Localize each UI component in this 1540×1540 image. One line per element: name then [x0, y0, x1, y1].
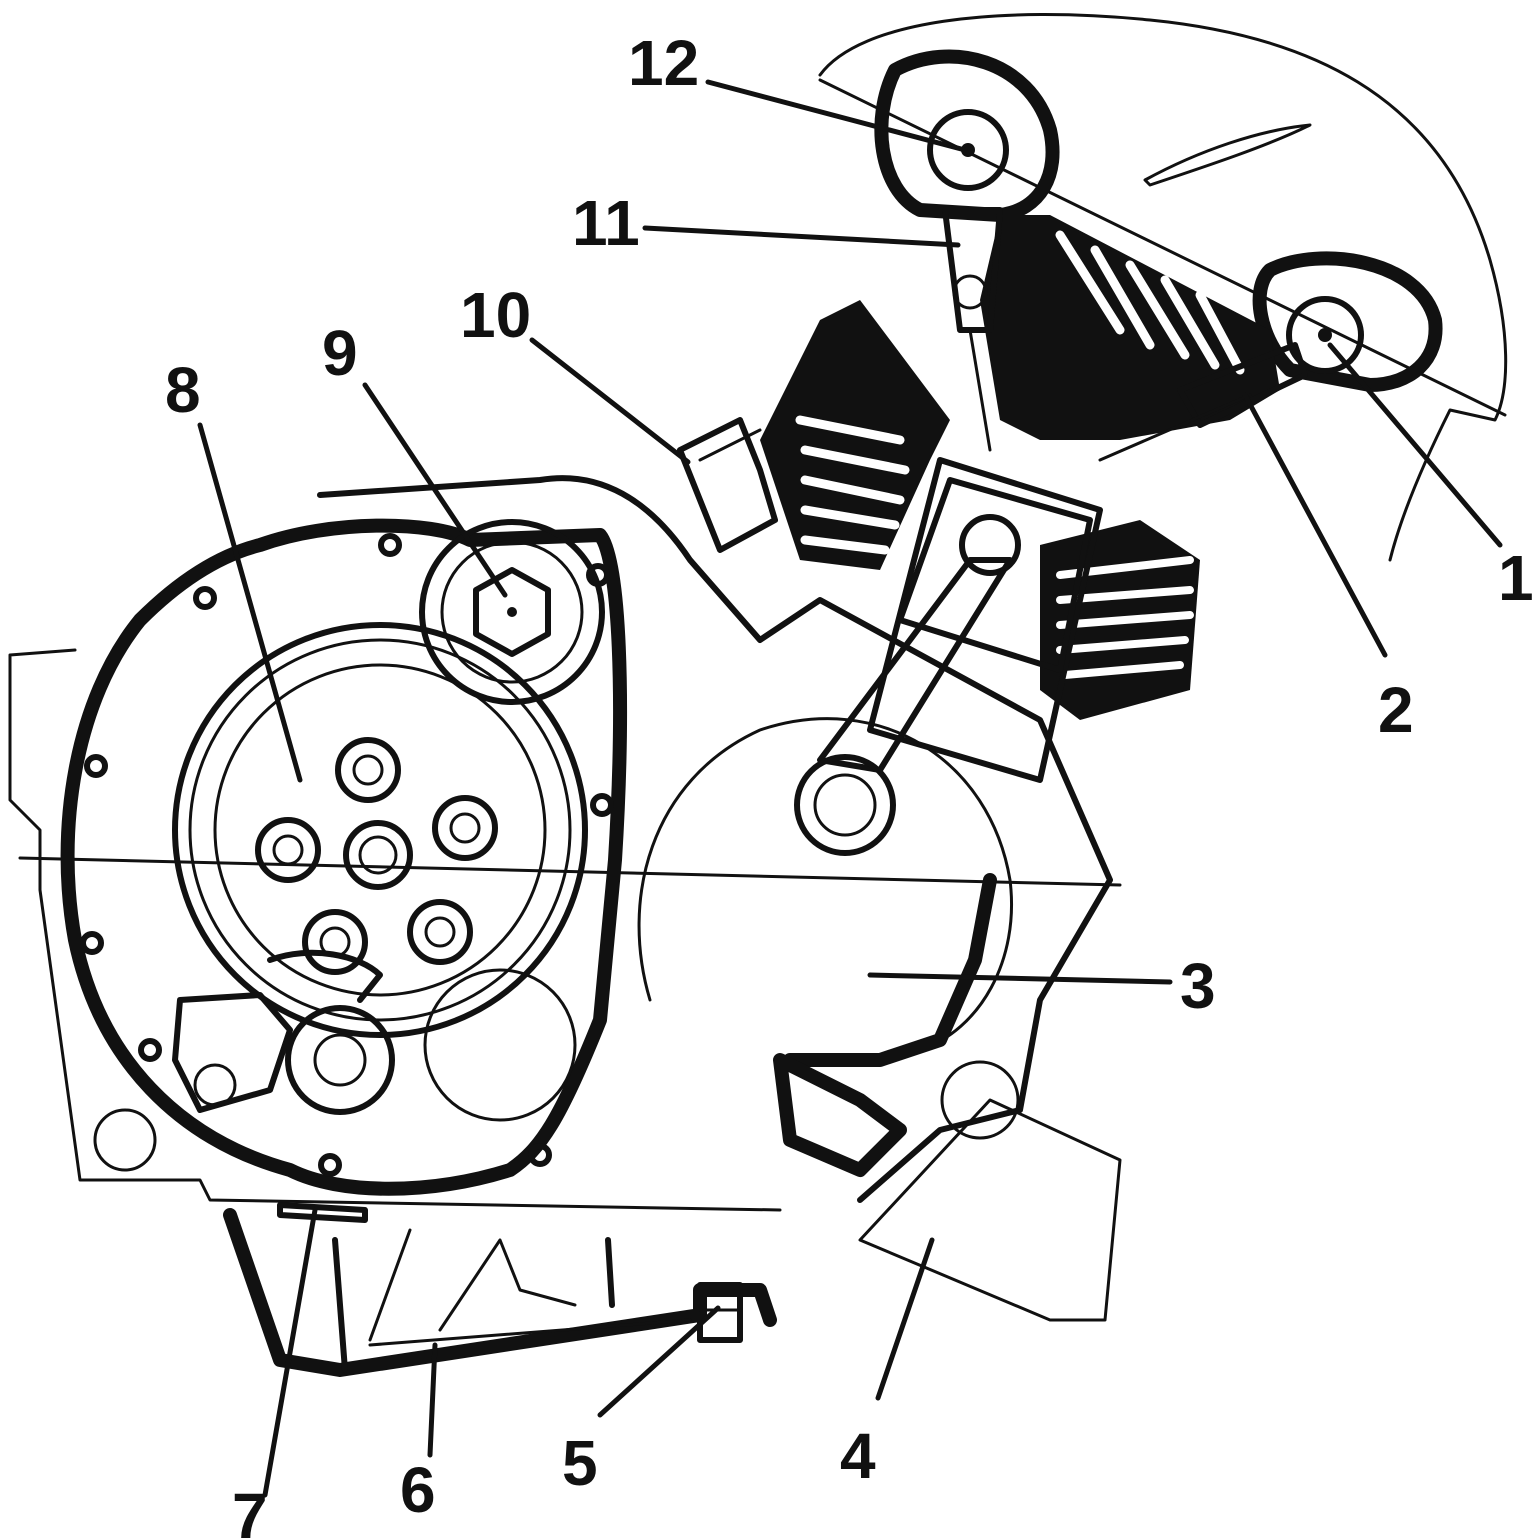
- leader-10: [529, 337, 691, 465]
- rear-rocker-pivot: [1286, 296, 1364, 374]
- callout-8: 8: [165, 354, 201, 426]
- leader-2: [1242, 392, 1388, 658]
- leader-9: [362, 382, 508, 598]
- shift-lever: [172, 992, 293, 1113]
- shift-arm: [267, 949, 383, 1003]
- leader-7: [262, 1207, 318, 1498]
- front-rocker-pivot: [927, 109, 1009, 191]
- oil-strainer-arm: [783, 873, 997, 1067]
- rear-rocker-pivot-center: [1318, 328, 1332, 342]
- head-fins: [1055, 230, 1245, 375]
- shift-pivot: [193, 1063, 237, 1107]
- leader-6: [427, 1342, 438, 1458]
- lower-gear: [423, 968, 577, 1122]
- flywheel-small-circle: [940, 1060, 1020, 1140]
- clutch-cover-ring: [60, 518, 627, 1196]
- oil-pump-nut: [473, 567, 551, 657]
- callout-labels: 1 2 3 4 5 6 7 8 9 10 11 12: [165, 27, 1534, 1540]
- leader-lines: [197, 79, 1503, 1498]
- connecting-rod: [817, 557, 1013, 773]
- spark-plug: [677, 417, 778, 553]
- leader-12: [705, 79, 968, 153]
- oil-pump-housing-inner: [440, 540, 584, 684]
- rear-pushrod-rod: [1098, 393, 1252, 462]
- callout-3: 3: [1180, 950, 1216, 1022]
- crankcase-left-side: [8, 648, 782, 1212]
- tank-highlight: [1143, 123, 1312, 187]
- callout-7: 7: [232, 1480, 268, 1540]
- spark-plug-lead: [698, 428, 762, 462]
- clutch-hub-inner: [358, 835, 398, 875]
- front-valve-rod: [968, 328, 992, 452]
- callout-12: 12: [628, 27, 699, 99]
- crank-pin-inner: [813, 773, 877, 837]
- leader-5: [597, 1305, 721, 1418]
- oil-filter-body: [858, 1098, 1122, 1322]
- lower-left-boss: [93, 1108, 157, 1172]
- oil-pump-nut-center: [507, 607, 517, 617]
- drain-plug: [697, 1282, 743, 1343]
- shift-drum: [285, 1005, 395, 1115]
- flywheel-housing: [637, 717, 1013, 1052]
- leader-4: [875, 1237, 935, 1401]
- piston-pin: [959, 514, 1021, 576]
- callout-6: 6: [400, 1454, 436, 1526]
- oil-filter-mount: [773, 1053, 907, 1177]
- front-rocker-pivot-center: [961, 143, 975, 157]
- crankcase-split-line: [18, 856, 1122, 887]
- rear-rocker-cover: [1252, 251, 1443, 392]
- front-valve-spring: [952, 274, 988, 310]
- callout-2: 2: [1378, 674, 1414, 746]
- crank-pin-bearing: [794, 754, 896, 856]
- leader-8: [197, 422, 303, 783]
- shift-drum-inner: [313, 1033, 367, 1087]
- callout-5: 5: [562, 1427, 598, 1499]
- leader-3: [867, 972, 1173, 985]
- cylinder-head-mass: [980, 215, 1280, 440]
- callout-1: 1: [1498, 542, 1534, 614]
- clutch-spring-bolts: [255, 737, 498, 975]
- clutch-basket-rim: [188, 638, 572, 1022]
- engine-drawing: [8, 13, 1508, 1377]
- callout-11: 11: [572, 187, 640, 259]
- callout-9: 9: [322, 317, 358, 389]
- clutch-hub: [343, 820, 413, 890]
- front-rocker-cover: [874, 49, 1060, 222]
- front-cylinder-fins: [795, 415, 910, 555]
- leader-11: [642, 225, 961, 248]
- sump-right-wall: [605, 1237, 615, 1308]
- crankcase-outline: [317, 475, 1113, 1203]
- clutch-pressure-plate: [213, 663, 547, 997]
- sump-inner-baffle: [368, 1228, 692, 1347]
- clutch-basket-outer: [172, 622, 588, 1038]
- rear-pushrod: [1177, 342, 1308, 428]
- callout-10: 10: [460, 279, 531, 351]
- sump-left-wall: [332, 1237, 348, 1373]
- rear-piston: [897, 477, 1093, 673]
- oil-pump-housing: [419, 519, 605, 705]
- tank-outline: [818, 13, 1508, 562]
- sump-screen: [277, 1202, 368, 1223]
- callout-4: 4: [840, 1420, 876, 1492]
- leader-1: [1327, 342, 1503, 548]
